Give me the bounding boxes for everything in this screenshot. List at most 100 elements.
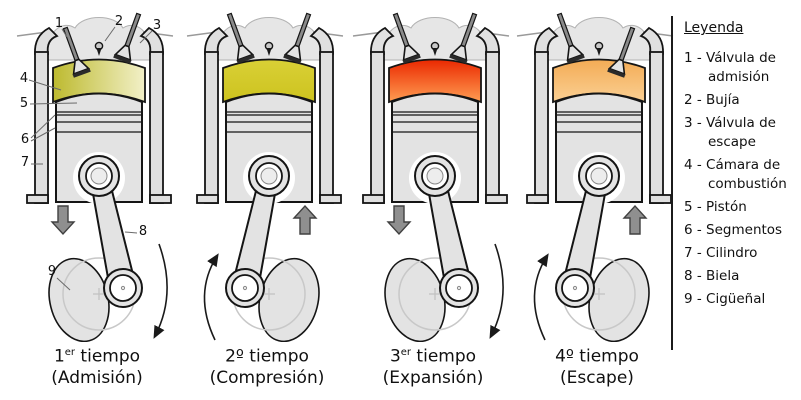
exhaust-valve-open-icon <box>607 26 636 78</box>
legend-list: 1 - Válvula de admisión 2 - Bujía 3 - Vá… <box>684 49 798 309</box>
stroke-caption: 4º tiempo(Escape) <box>513 342 681 389</box>
cylinder-top-left <box>534 26 559 55</box>
callout-1: 1 <box>55 16 63 31</box>
stroke-ordinal: 1 <box>53 346 65 367</box>
callout-3: 3 <box>153 18 161 33</box>
piston-motion-down-arrow-icon <box>386 205 412 236</box>
engine-stroke-1-admision: 1 2 3 4 5 6 7 8 9 1er tiempo(Admisión) <box>13 6 181 389</box>
cylinder-top-left <box>370 26 395 55</box>
intake-valve-icon <box>556 12 585 64</box>
rotation-arrow-icon <box>203 253 219 341</box>
stroke-caption: 1er tiempo(Admisión) <box>13 342 181 389</box>
engine-diagram <box>516 12 674 342</box>
stroke-word: tiempo <box>243 346 309 367</box>
cylinder-top-left <box>204 26 229 55</box>
engine-diagram <box>352 12 510 342</box>
spark-plug <box>94 41 104 56</box>
legend-item: 2 - Bujía <box>684 92 740 108</box>
cylinder-foot-left <box>362 194 385 204</box>
intake-valve-icon <box>392 12 421 64</box>
cylinder-wall-left <box>534 51 549 204</box>
stroke-caption-line1: 4º tiempo <box>513 342 681 368</box>
stroke-caption-line2: (Admisión) <box>51 367 143 388</box>
cylinder-foot-right <box>319 194 342 204</box>
piston-motion-up-arrow-icon <box>622 204 648 235</box>
wrist-pin <box>248 155 290 197</box>
cylinder-foot-right <box>485 194 508 204</box>
crankshaft-assembly <box>555 172 650 342</box>
part-callouts: 1 2 3 4 5 6 7 8 9 <box>20 14 161 291</box>
legend-item: 6 - Segmentos <box>684 222 783 238</box>
engine-stroke-2-compresion: 2º tiempo(Compresión) <box>183 6 351 389</box>
stroke-caption-line1: 2º tiempo <box>183 342 351 368</box>
crankshaft-assembly <box>225 172 320 342</box>
spark-plug <box>430 41 440 56</box>
crankshaft-assembly <box>384 172 479 342</box>
callout-7: 7 <box>21 155 29 170</box>
stroke-caption: 2º tiempo(Compresión) <box>183 342 351 389</box>
wrist-pin <box>414 155 456 197</box>
legend-panel: Leyenda 1 - Válvula de admisión 2 - Bují… <box>684 20 798 313</box>
stroke-caption-line2: (Escape) <box>560 367 634 388</box>
callout-9: 9 <box>48 264 56 279</box>
callout-6: 6 <box>21 132 29 147</box>
stroke-ordinal: 2º <box>225 346 244 367</box>
stroke-caption: 3er tiempo(Expansión) <box>349 342 517 389</box>
cylinder-wall-left <box>204 51 219 204</box>
cylinder-top-right <box>475 26 500 55</box>
callout-8: 8 <box>139 224 147 239</box>
rotation-arrow-icon <box>533 253 549 341</box>
legend-title: Leyenda <box>684 20 744 36</box>
callout-4: 4 <box>20 71 28 86</box>
legend-item: 8 - Biela <box>684 268 740 284</box>
stroke-word: tiempo <box>411 346 477 367</box>
cylinder-foot-right <box>649 194 672 204</box>
cylinder-top-left <box>34 26 59 55</box>
callout-5: 5 <box>20 96 28 111</box>
engine-strokes-row: 1 2 3 4 5 6 7 8 9 1er tiempo(Admisión) <box>13 6 674 389</box>
stroke-word: tiempo <box>573 346 639 367</box>
stroke-caption-line2: (Compresión) <box>209 367 325 388</box>
legend-item: 4 - Cámara de combustión <box>684 157 787 192</box>
legend-item: 7 - Cilindro <box>684 245 758 261</box>
callout-2: 2 <box>115 14 123 29</box>
piston-motion-up-arrow-icon <box>292 204 318 235</box>
stroke-ordinal-suffix: er <box>64 347 76 358</box>
cylinder-wall-right <box>485 51 500 204</box>
cylinder-foot-left <box>526 194 549 204</box>
intake-valve-open-icon <box>62 26 91 78</box>
stroke-caption-line1: 1er tiempo <box>13 342 181 368</box>
stroke-caption-line1: 3er tiempo <box>349 342 517 368</box>
cylinder-foot-right <box>149 194 172 204</box>
cylinder-foot-left <box>26 194 49 204</box>
cylinder-wall-right <box>649 51 664 204</box>
cylinder-foot-left <box>196 194 219 204</box>
piston-motion-down-arrow-icon <box>50 205 76 236</box>
intake-valve-icon <box>226 12 255 64</box>
spark-plug <box>594 41 604 56</box>
cylinder-wall-left <box>370 51 385 204</box>
stroke-ordinal: 4º <box>555 346 574 367</box>
cylinder-top-right <box>139 26 164 55</box>
stroke-caption-line2: (Expansión) <box>382 367 484 388</box>
engine-diagram <box>186 12 344 342</box>
exhaust-valve-icon <box>113 12 142 64</box>
stroke-ordinal-suffix: er <box>400 347 412 358</box>
crankshaft-assembly <box>48 172 143 342</box>
legend-item: 1 - Válvula de admisión <box>684 50 776 85</box>
wrist-pin <box>578 155 620 197</box>
wrist-pin <box>78 155 120 197</box>
engine-stroke-4-escape: 4º tiempo(Escape) <box>513 6 681 389</box>
exhaust-valve-icon <box>283 12 312 64</box>
engine-diagram: 1 2 3 4 5 6 7 8 9 <box>16 12 174 342</box>
stroke-word: tiempo <box>75 346 141 367</box>
legend-item: 5 - Pistón <box>684 199 747 215</box>
cylinder-top-right <box>309 26 334 55</box>
engine-stroke-3-expansion: 3er tiempo(Expansión) <box>349 6 517 389</box>
exhaust-valve-icon <box>449 12 478 64</box>
rotation-arrow-icon <box>489 243 504 339</box>
legend-item: 9 - Cigüeñal <box>684 291 766 307</box>
rotation-arrow-icon <box>153 243 168 339</box>
cylinder-top-right <box>639 26 664 55</box>
